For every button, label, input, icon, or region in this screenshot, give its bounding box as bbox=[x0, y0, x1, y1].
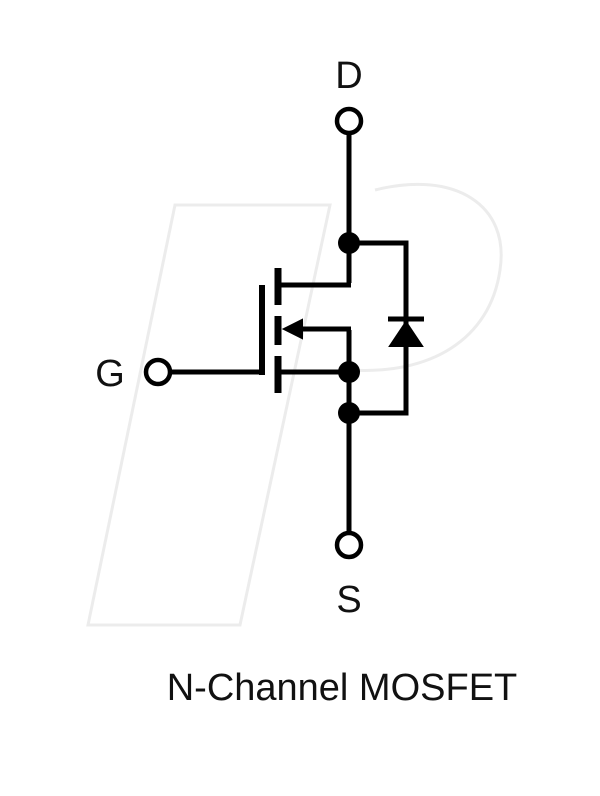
drain-label: D bbox=[335, 55, 362, 97]
gate-terminal[interactable] bbox=[143, 357, 173, 387]
body-diode-symbol bbox=[388, 320, 424, 347]
gate-label: G bbox=[95, 353, 125, 395]
drain-terminal[interactable] bbox=[334, 106, 364, 136]
source-label: S bbox=[336, 579, 361, 621]
junction-drain-diode bbox=[338, 232, 360, 254]
source-terminal[interactable] bbox=[334, 530, 364, 560]
body-arrow-icon bbox=[281, 318, 303, 340]
watermark-logo bbox=[86, 182, 503, 627]
junction-source bbox=[338, 361, 360, 383]
diagram-caption: N-Channel MOSFET bbox=[167, 667, 518, 709]
body-diode-branch bbox=[349, 240, 409, 416]
junction-source-diode bbox=[338, 402, 360, 424]
